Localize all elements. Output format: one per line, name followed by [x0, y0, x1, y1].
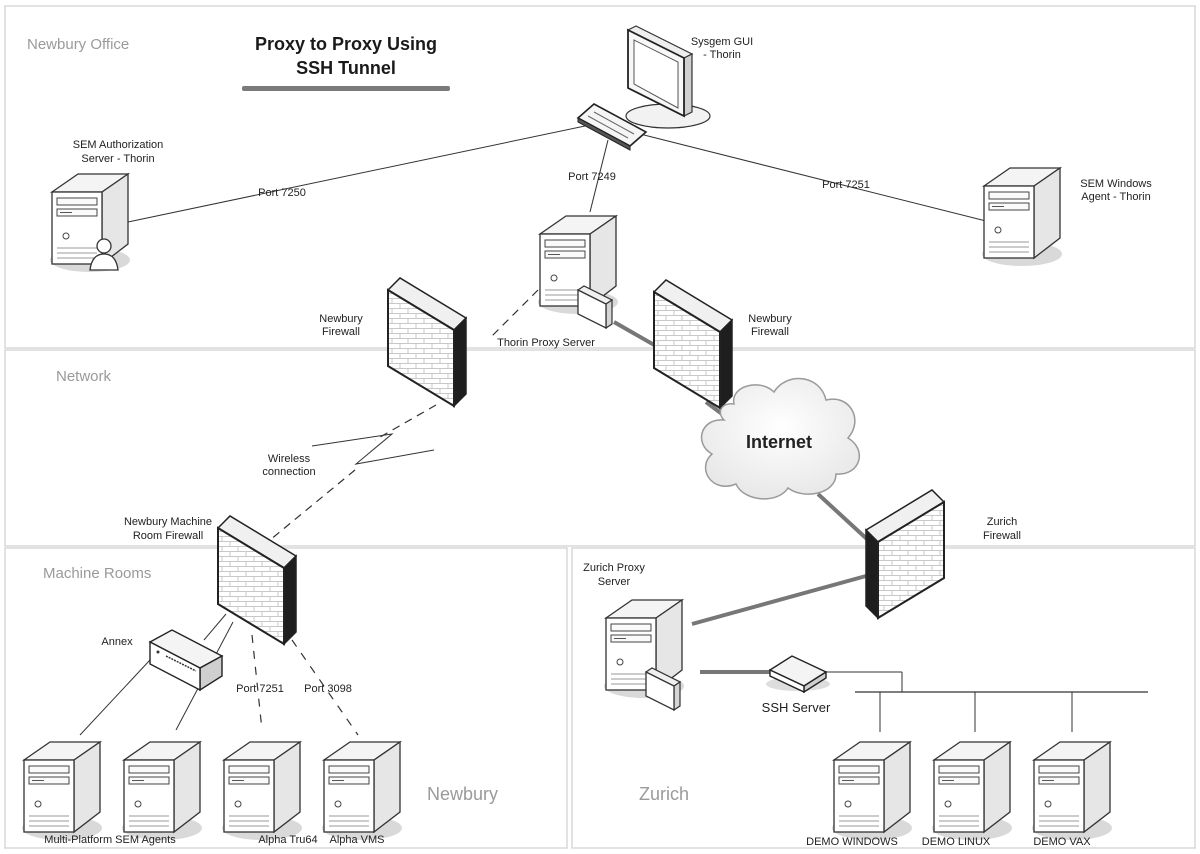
newbury-firewall-left-label-line2: Firewall: [322, 326, 360, 338]
internet-label: Internet: [746, 432, 812, 452]
keyboard-icon: [576, 103, 648, 151]
internet-cloud-icon: [700, 377, 860, 500]
multi-platform-agent-server-1[interactable]: [21, 741, 103, 841]
port-7251-bottom-label: Port 7251: [236, 683, 284, 695]
zurich-firewall-label-line1: Zurich: [987, 516, 1018, 528]
demo-linux-label: DEMO LINUX: [922, 836, 991, 848]
multi-platform-agent-server-2[interactable]: [121, 741, 203, 841]
demo-windows-label: DEMO WINDOWS: [806, 836, 898, 848]
title-underline: [242, 86, 450, 91]
demo-windows-server[interactable]: [831, 741, 913, 841]
annex-terminal-server-icon[interactable]: [148, 629, 224, 692]
wireless-label-line2: connection: [262, 466, 315, 478]
zurich-proxy-module-icon: [644, 667, 682, 712]
workstation-monitor-icon[interactable]: [625, 25, 711, 129]
newbury-firewall-right-label-line2: Firewall: [751, 326, 789, 338]
user-person-icon: [89, 238, 119, 271]
windows-agent-label-line2: Agent - Thorin: [1081, 191, 1151, 203]
zone-label-network: Network: [56, 368, 112, 385]
connection-lines: [79, 125, 1148, 736]
windows-agent-label-line1: SEM Windows: [1080, 178, 1152, 190]
newbury-firewall-right-label-line1: Newbury: [748, 313, 792, 325]
thorin-proxy-label: Thorin Proxy Server: [497, 337, 595, 349]
demo-linux-server[interactable]: [931, 741, 1013, 841]
sem-windows-agent-server[interactable]: [981, 167, 1063, 267]
zurich-proxy-label-line1: Zurich Proxy: [583, 562, 645, 574]
auth-server-label-line2: Server - Thorin: [81, 153, 154, 165]
alpha-vms-label: Alpha VMS: [329, 834, 384, 846]
zurich-proxy-label-line2: Server: [598, 576, 631, 588]
diagram-title-line1: Proxy to Proxy Using: [255, 34, 437, 54]
zone-label-machine-rooms: Machine Rooms: [43, 565, 151, 582]
sysgem-gui-label-line2: - Thorin: [703, 49, 741, 61]
ssh-server-label: SSH Server: [762, 700, 831, 715]
machine-room-firewall-label-line2: Room Firewall: [133, 530, 203, 542]
demo-vax-label: DEMO VAX: [1033, 836, 1091, 848]
zone-label-newbury-office: Newbury Office: [27, 36, 129, 53]
port-7249-label: Port 7249: [568, 171, 616, 183]
auth-server-label-line1: SEM Authorization: [73, 139, 164, 151]
zurich-firewall-label-line2: Firewall: [983, 530, 1021, 542]
alpha-tru64-label: Alpha Tru64: [258, 834, 317, 846]
ssh-server-device-icon[interactable]: [766, 655, 830, 694]
location-label-zurich: Zurich: [639, 784, 689, 804]
annex-label: Annex: [101, 636, 133, 648]
newbury-firewall-left-label-line1: Newbury: [319, 313, 363, 325]
port-7250-label: Port 7250: [258, 187, 306, 199]
alpha-vms-server[interactable]: [321, 741, 403, 841]
diagram-title-line2: SSH Tunnel: [296, 58, 396, 78]
port-7251-top-label: Port 7251: [822, 179, 870, 191]
port-3098-label: Port 3098: [304, 683, 352, 695]
thorin-proxy-module-icon: [576, 285, 614, 330]
demo-vax-server[interactable]: [1031, 741, 1113, 841]
wireless-label-line1: Wireless: [268, 453, 311, 465]
machine-room-firewall-label-line1: Newbury Machine: [124, 516, 212, 528]
sem-authorization-server[interactable]: [49, 173, 131, 273]
alpha-tru64-server[interactable]: [221, 741, 303, 841]
location-label-newbury: Newbury: [427, 784, 498, 804]
multi-platform-agents-label: Multi-Platform SEM Agents: [44, 834, 176, 846]
sysgem-gui-label-line1: Sysgem GUI: [691, 36, 753, 48]
